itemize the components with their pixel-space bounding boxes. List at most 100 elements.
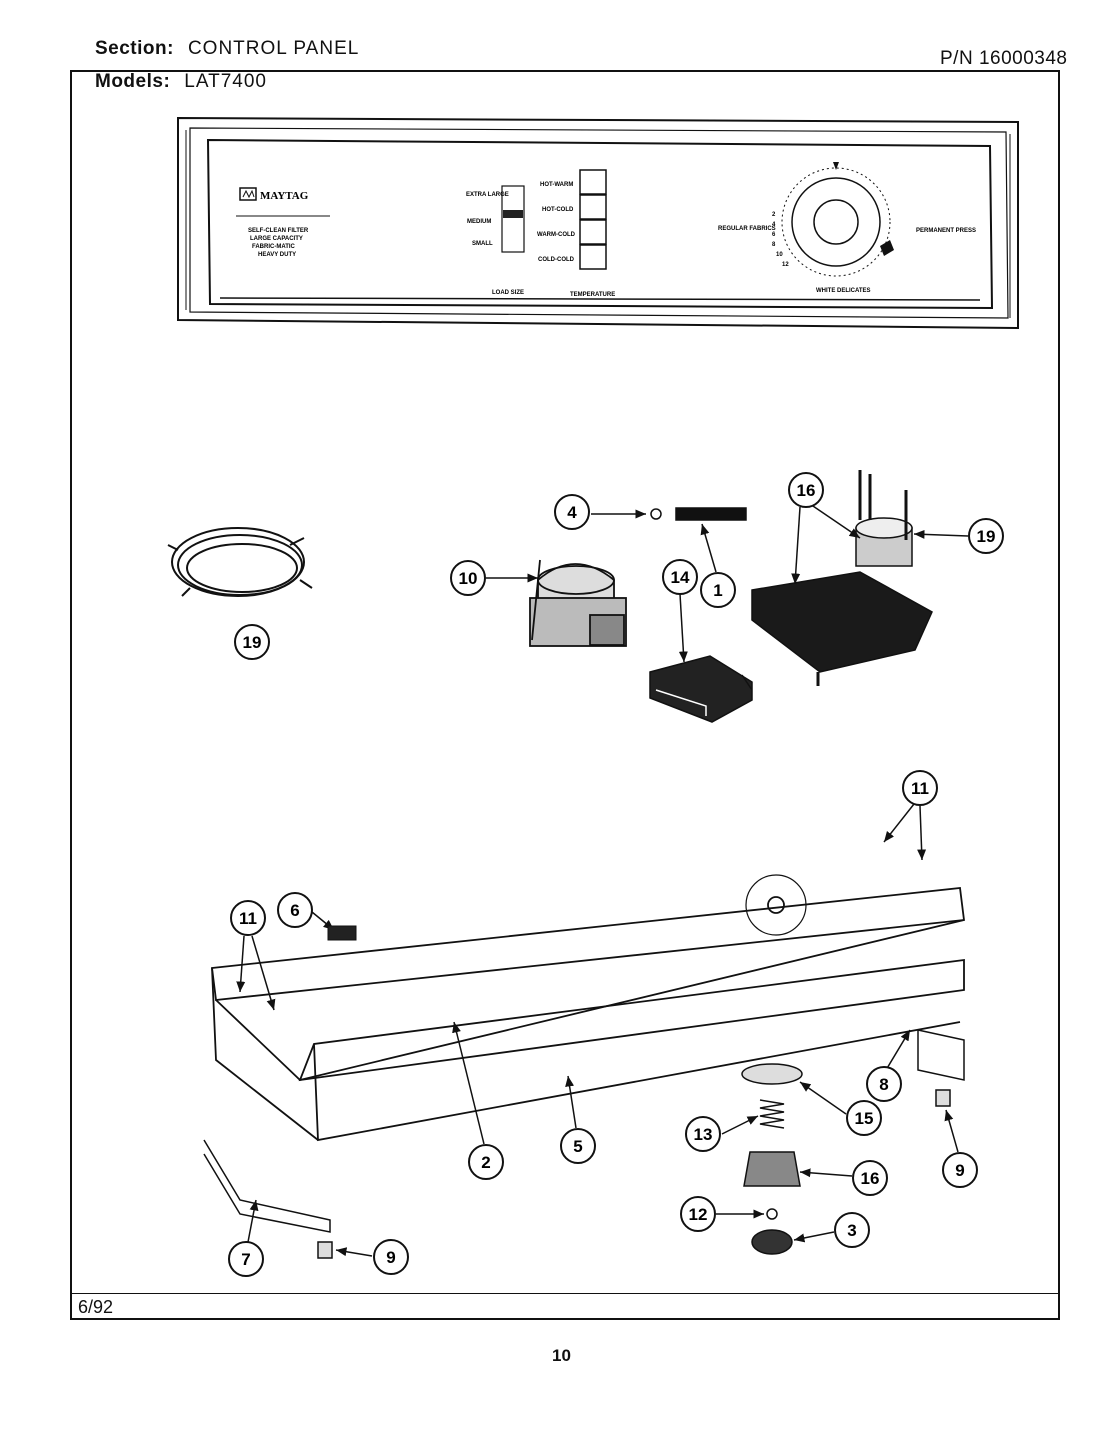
page-number: 10 (552, 1346, 571, 1365)
section-heading: Section:CONTROL PANEL (95, 38, 359, 60)
temperature-labels: HOT-WARM HOT-COLD WARM-COLD COLD-COLD TE… (537, 182, 615, 298)
dial-num-6: 12 (782, 262, 789, 268)
load-size-knob[interactable] (503, 210, 523, 218)
callout-14-label: 16 (797, 481, 816, 500)
load-size-slider[interactable] (501, 185, 525, 253)
callout-10-label: 10 (459, 569, 478, 588)
models-label: Models: (95, 71, 171, 92)
load-size-option-2: MEDIUM (467, 219, 491, 225)
temp-option-4: COLD-COLD (538, 257, 575, 263)
feature-4: HEAVY DUTY (258, 252, 296, 258)
callout-18: 14 (662, 559, 698, 663)
callout-18-label: 14 (671, 568, 690, 587)
callout-19: 19 (234, 624, 270, 660)
callout-17-label: 19 (977, 527, 996, 546)
dial-num-3: 6 (772, 232, 776, 238)
feature-3: FABRIC-MATIC (252, 244, 296, 250)
temp-option-1: HOT-WARM (540, 182, 573, 188)
timer-part (529, 559, 627, 647)
callout-12-label: 12 (689, 1205, 708, 1224)
callout-4-label: 4 (567, 503, 577, 522)
part-number: P/N 16000348 (940, 48, 1068, 70)
dial-right-label: PERMANENT PRESS (916, 228, 976, 234)
load-size-option-1: EXTRA LARGE (466, 192, 509, 198)
dial-bottom-label: WHITE DELICATES (816, 288, 871, 294)
dial-num-5: 10 (776, 252, 783, 258)
callout-2-label: 2 (481, 1153, 490, 1172)
load-size-control[interactable]: EXTRA LARGE MEDIUM SMALL LOAD SIZE (466, 185, 525, 296)
diagram-frame (70, 70, 1060, 1320)
dial-left-label: REGULAR FABRICS (718, 226, 776, 232)
callout-16-label: 16 (861, 1169, 880, 1188)
knob-stack-parts (741, 1063, 803, 1255)
feature-2: LARGE CAPACITY (250, 236, 303, 242)
callout-19-label: 19 (243, 633, 262, 652)
callout-3-label: 3 (847, 1221, 856, 1240)
footer-divider (70, 1293, 1060, 1294)
callout-1-label: 1 (713, 581, 722, 600)
models-value: LAT7400 (184, 71, 267, 92)
callout-17: 19 (913, 518, 1004, 554)
console-frame (210, 874, 966, 1142)
temp-option-3: WARM-COLD (537, 232, 576, 238)
dial-pointer-icon (833, 162, 839, 170)
temp-option-2: HOT-COLD (542, 207, 574, 213)
callout-14: 16 (788, 472, 861, 585)
callout-9-right: 9 (942, 1109, 978, 1188)
callout-9-left: 9 (335, 1239, 409, 1275)
callout-5-label: 5 (573, 1137, 582, 1156)
callout-11-left: 11 (230, 900, 276, 1011)
callout-3: 3 (793, 1212, 870, 1248)
temperature-caption: TEMPERATURE (570, 292, 615, 298)
dial-num-4: 8 (772, 242, 776, 248)
callout-11-left-label: 11 (239, 909, 257, 928)
callout-7-label: 7 (241, 1250, 250, 1269)
water-valve-part (751, 470, 933, 686)
load-size-option-3: SMALL (472, 241, 493, 247)
callout-13: 13 (685, 1115, 759, 1152)
callout-8-label: 8 (879, 1075, 888, 1094)
callout-10: 10 (450, 560, 538, 596)
cycle-dial[interactable]: 2 4 6 8 10 12 REGULAR FABRICS PERMANENT … (718, 162, 976, 294)
dial-tick-ring (781, 167, 891, 277)
wire-harness (167, 527, 313, 597)
callout-12: 12 (680, 1196, 764, 1232)
temperature-control[interactable] (579, 169, 607, 270)
callout-13-label: 13 (694, 1125, 713, 1144)
callout-15: 15 (799, 1081, 882, 1136)
feature-list: SELF-CLEAN FILTER LARGE CAPACITY FABRIC-… (248, 228, 309, 258)
feature-1: SELF-CLEAN FILTER (248, 228, 309, 234)
callout-6-label: 6 (290, 901, 299, 920)
callout-1: 1 (700, 523, 736, 608)
temp-button-3[interactable] (579, 219, 607, 245)
callout-6: 6 (277, 892, 357, 941)
callout-11-right: 11 (883, 770, 938, 861)
section-label: Section: (95, 38, 174, 59)
callout-16: 16 (799, 1160, 888, 1196)
pn-label: P/N (940, 48, 974, 69)
models-heading: Models: LAT7400 (95, 71, 267, 93)
brand-text: MAYTAG (260, 190, 309, 202)
bulb-and-spring-parts (650, 507, 747, 521)
dial-marker-icon (880, 240, 894, 256)
callout-15-label: 15 (855, 1109, 874, 1128)
dial-outer[interactable] (791, 177, 881, 267)
callout-5: 5 (560, 1075, 596, 1164)
temp-button-1[interactable] (579, 169, 607, 195)
load-size-caption: LOAD SIZE (492, 290, 524, 296)
dial-knob[interactable] (813, 199, 859, 245)
callout-4: 4 (554, 494, 646, 530)
callout-7: 7 (228, 1199, 264, 1277)
push-switch-part (649, 655, 753, 723)
pn-value: 16000348 (978, 48, 1068, 69)
dial-num-1: 2 (772, 212, 776, 218)
temp-button-2[interactable] (579, 194, 607, 220)
callout-2: 2 (452, 1021, 504, 1180)
control-panel-illustration (177, 116, 1019, 330)
callout-11-right-label: 11 (911, 779, 929, 798)
temp-button-4[interactable] (579, 244, 607, 270)
callout-9-left-label: 9 (386, 1248, 395, 1267)
revision-date: 6/92 (78, 1297, 114, 1317)
dial-num-2: 4 (772, 222, 776, 228)
